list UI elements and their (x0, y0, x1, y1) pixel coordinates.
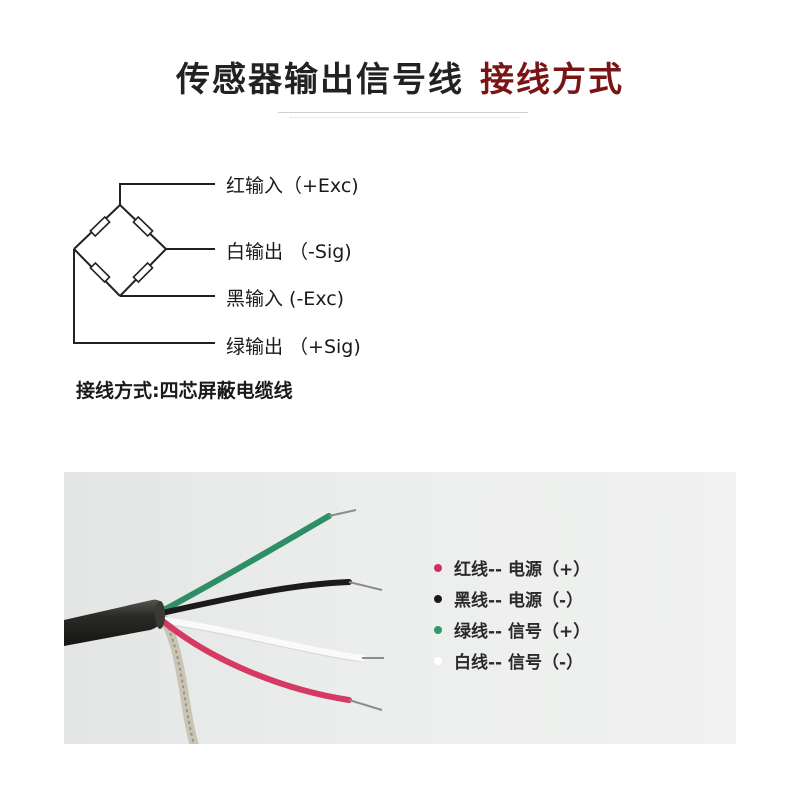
cable-photo: 红线-- 电源（+） 黑线-- 电源（-） 绿线-- 信号（+） 白线-- 信号… (64, 472, 736, 744)
wire-black-tip (348, 581, 383, 591)
bridge-circuit-diagram (73, 183, 215, 344)
legend-label: 黑线-- 电源（-） (454, 591, 584, 611)
page-title-main: 传感器输出信号线 (176, 60, 464, 100)
legend-item-red: 红线-- 电源（+） (434, 552, 590, 583)
wire-red (161, 619, 352, 703)
legend-item-black: 黑线-- 电源（-） (434, 583, 590, 614)
wiring-method-note: 接线方式:四芯屏蔽电缆线 (76, 380, 293, 402)
title-underline-dotted (290, 117, 520, 118)
legend-label: 白线-- 信号（-） (454, 653, 584, 673)
wire-red-tip (348, 699, 383, 711)
cable-jacket (64, 599, 165, 646)
wire-green-tip (328, 509, 357, 517)
wire-color-legend: 红线-- 电源（+） 黑线-- 电源（-） 绿线-- 信号（+） 白线-- 信号… (434, 552, 590, 676)
wire-black (159, 579, 352, 616)
wire-white (161, 617, 365, 661)
page-title-accent: 接线方式 (480, 60, 624, 100)
resistor-icon (89, 261, 111, 284)
wire-label-white-output: 白输出 （-Sig) (226, 241, 352, 263)
lead-green-output (73, 249, 215, 344)
white-dot-icon (434, 656, 442, 665)
resistor-icon (132, 215, 154, 238)
legend-item-green: 绿线-- 信号（+） (434, 614, 590, 645)
resistor-icon (89, 215, 111, 238)
red-dot-icon (434, 563, 442, 572)
legend-label: 红线-- 电源（+） (454, 560, 591, 580)
black-dot-icon (434, 594, 442, 603)
green-dot-icon (434, 625, 442, 634)
wire-green (159, 513, 332, 614)
legend-label: 绿线-- 信号（+） (454, 622, 591, 642)
lead-red-input (119, 183, 215, 205)
wire-label-red-input: 红输入（+Exc) (226, 175, 359, 197)
legend-item-white: 白线-- 信号（-） (434, 645, 590, 676)
wire-label-black-input: 黑输入 (-Exc) (226, 288, 345, 310)
wire-label-green-output: 绿输出 （+Sig) (226, 336, 361, 358)
cable-illustration (64, 509, 384, 744)
title-underline (278, 112, 528, 113)
page-title: 传感器输出信号线接线方式 (0, 52, 800, 101)
resistor-icon (132, 261, 154, 284)
